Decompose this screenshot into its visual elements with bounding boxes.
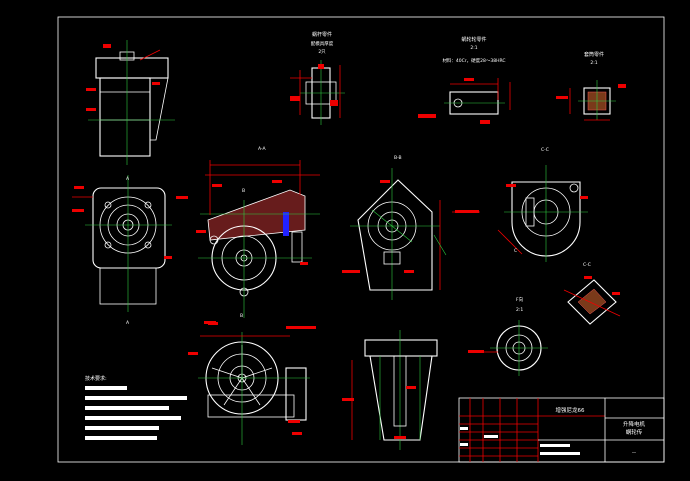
section-b-label: B-B (394, 155, 402, 161)
tech-req-line (85, 436, 157, 440)
sleeve-title: 套筒零件 (584, 51, 604, 58)
worm-part-subtitle: 配模具厚度 (311, 40, 334, 47)
bottom-side-section (342, 330, 438, 450)
section-c-view: C-C C (497, 147, 588, 262)
tech-requirements-title: 技术要求: (85, 375, 107, 382)
bottom-view (188, 321, 316, 445)
top-left-side-view (86, 40, 175, 165)
svg-text:A: A (126, 320, 130, 326)
detail-f-title: F向 (516, 296, 524, 303)
sleeve-scale: 2:1 (590, 60, 597, 66)
worm-gear-scale: 2:1 (470, 45, 477, 51)
tech-requirements: 技术要求: (85, 375, 187, 440)
section-b-view: B-B (342, 155, 480, 300)
title-block-sheet-mark: -- (632, 450, 636, 456)
sleeve-part-view: 套筒零件 2:1 (556, 51, 626, 121)
section-a-view: A-A B B (196, 146, 320, 325)
worm-gear-material: 材料：40Cr，硬度28～38HRC (442, 57, 505, 64)
tech-req-line (85, 426, 159, 430)
section-c2-label: C-C (583, 262, 591, 268)
svg-text:C: C (514, 248, 517, 254)
detail-f-view: F向 2:1 (468, 296, 548, 376)
tech-req-line (85, 406, 169, 410)
worm-part-title: 蜗杆零件 (312, 31, 332, 38)
section-a-label: A-A (258, 146, 267, 152)
front-view-left: A A (72, 175, 188, 326)
svg-text:B: B (242, 188, 245, 194)
detail-f-scale: 2:1 (516, 307, 523, 313)
title-block-company: 增强尼龙66 (556, 406, 585, 414)
title-block: 增强尼龙66 升降电机 蜗轮传 -- (458, 397, 665, 463)
section-c2-view: C-C (563, 262, 621, 325)
worm-gear-part-view: 蜗轮轮零件 2:1 材料：40Cr，硬度28～38HRC (418, 36, 511, 124)
worm-part-view: 蜗杆零件 配模具厚度 2只 (290, 31, 345, 125)
worm-gear-title: 蜗轮轮零件 (461, 36, 486, 43)
sheet-border (57, 16, 665, 463)
title-block-name-2: 蜗轮传 (626, 428, 643, 436)
front-view-marker: A (126, 176, 130, 182)
worm-part-scale: 2只 (318, 49, 326, 55)
tech-req-line (85, 386, 127, 390)
tech-req-line (85, 416, 181, 420)
section-c-label: C-C (541, 147, 549, 153)
title-block-name-1: 升降电机 (623, 420, 646, 428)
tech-req-line (85, 396, 187, 400)
svg-text:B: B (240, 313, 243, 319)
